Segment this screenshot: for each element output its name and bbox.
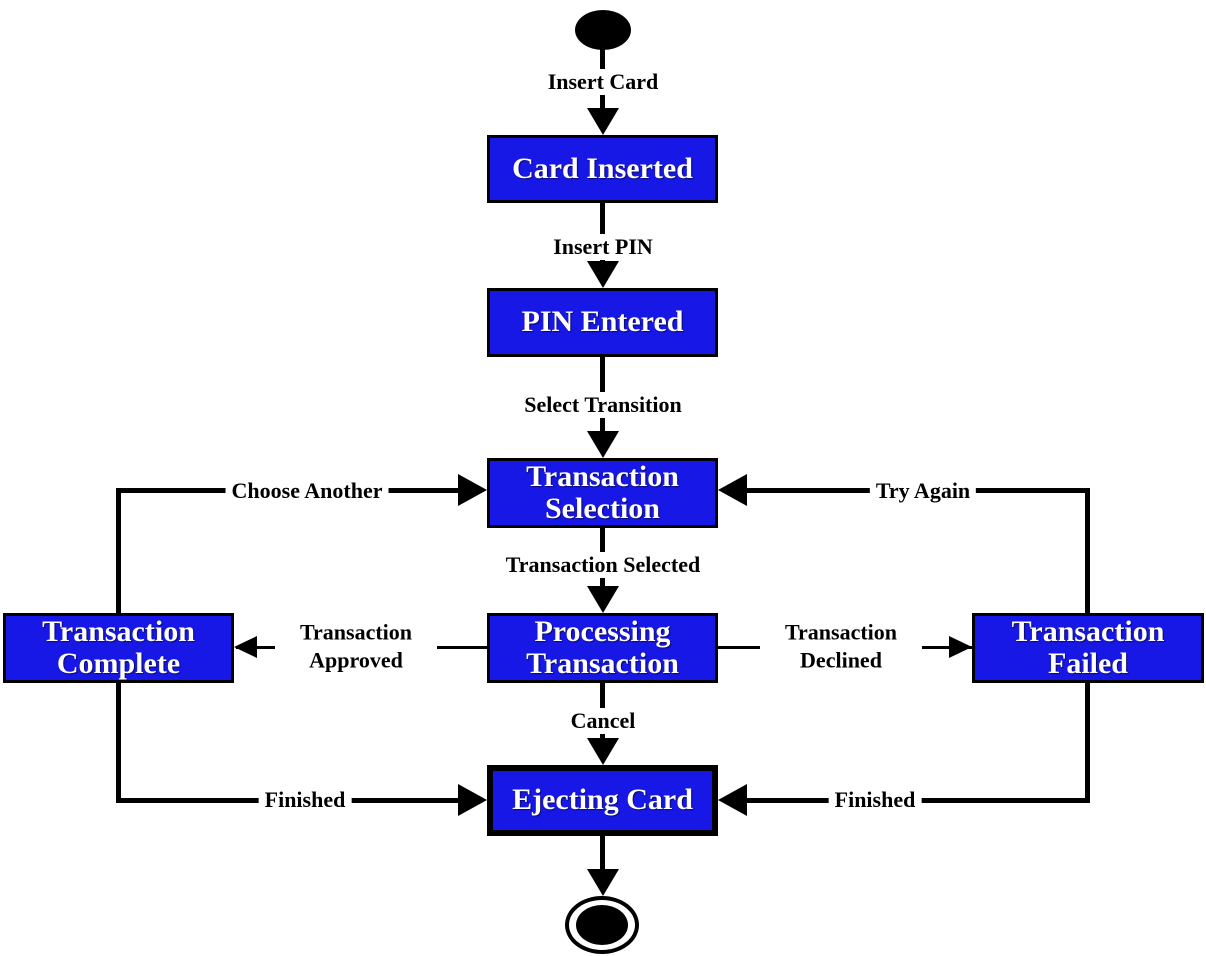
edge-label-try-again: Try Again	[869, 478, 977, 504]
edge-label-insert-card: Insert Card	[541, 69, 665, 95]
state-processing-transaction: Processing Transaction	[487, 613, 718, 683]
state-transaction-selection: Transaction Selection	[487, 458, 718, 528]
state-transaction-complete: Transaction Complete	[3, 613, 234, 683]
edge-line-ejecting-card-to-end	[600, 836, 605, 872]
edge-label-choose-another: Choose Another	[225, 478, 389, 504]
edge-label-insert-pin: Insert PIN	[547, 234, 659, 260]
edge-line-failed-down-to-finished	[1085, 683, 1090, 803]
arrowhead-into-card-inserted	[587, 108, 619, 135]
arrowhead-declined-into-failed	[949, 636, 972, 658]
arrowhead-try-again-into-selection	[718, 474, 747, 506]
edge-line-card-inserted-to-pin-entered	[600, 203, 605, 264]
final-state-node	[565, 896, 639, 954]
state-transaction-failed: Transaction Failed	[972, 613, 1204, 683]
arrowhead-into-ejecting-card	[587, 738, 619, 765]
edge-label-finished-right: Finished	[828, 787, 922, 813]
initial-state-node	[575, 10, 631, 50]
edge-label-transaction-declined: Transaction Declined	[760, 618, 922, 674]
edge-label-cancel: Cancel	[564, 708, 642, 734]
arrowhead-approved-into-complete	[234, 636, 257, 658]
arrowhead-choose-another-into-selection	[458, 474, 487, 506]
edge-label-finished-left: Finished	[258, 787, 352, 813]
state-pin-entered: PIN Entered	[487, 288, 718, 357]
edge-label-transaction-approved: Transaction Approved	[275, 618, 437, 674]
edge-line-complete-up-to-choose-another	[116, 488, 121, 613]
final-state-inner-dot	[576, 905, 628, 945]
edge-line-failed-up-to-try-again	[1085, 488, 1090, 613]
edge-label-select-transition: Select Transition	[518, 392, 688, 418]
arrowhead-into-pin-entered	[587, 261, 619, 288]
arrowhead-into-processing-transaction	[587, 586, 619, 613]
state-card-inserted: Card Inserted	[487, 135, 718, 203]
arrowhead-finished-left-into-ejecting	[458, 784, 487, 816]
state-ejecting-card: Ejecting Card	[487, 765, 718, 836]
edge-line-complete-down-to-finished	[116, 683, 121, 803]
arrowhead-into-final-state	[587, 869, 619, 896]
arrowhead-finished-right-into-ejecting	[718, 784, 747, 816]
edge-label-transaction-selected: Transaction Selected	[499, 552, 707, 578]
arrowhead-into-transaction-selection	[587, 431, 619, 458]
